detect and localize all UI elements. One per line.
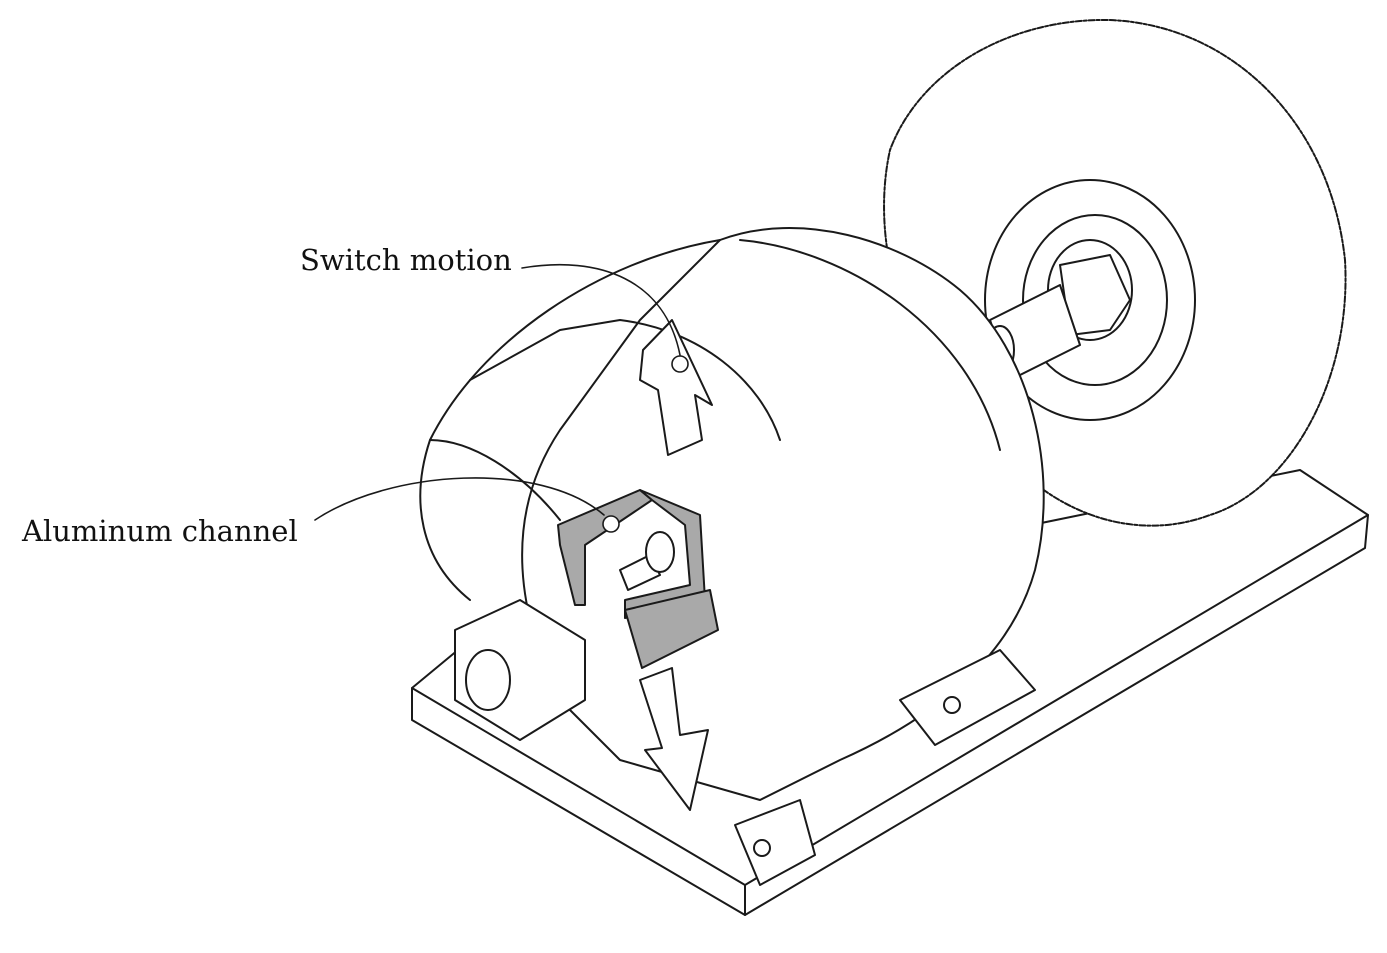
aluminum-channel-part — [557, 489, 719, 669]
switch-motion-label: Switch motion — [300, 243, 512, 277]
leader-lines — [314, 263, 689, 533]
down-arrow-icon — [639, 667, 709, 811]
aluminum-channel-label: Aluminum channel — [22, 514, 298, 548]
up-arrow-icon — [639, 319, 713, 456]
